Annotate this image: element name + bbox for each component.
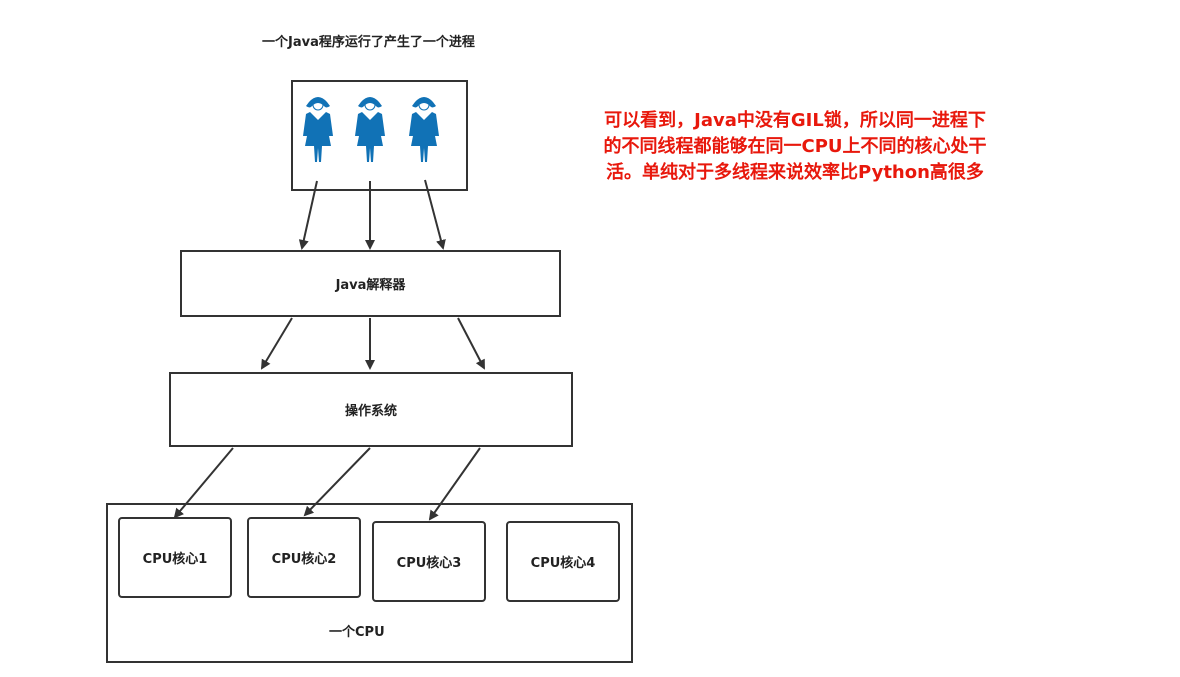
arrow — [428, 447, 481, 521]
process-title: 一个Java程序运行了产生了一个进程 — [262, 35, 475, 50]
cpu-core-2: CPU核心2 — [247, 517, 361, 598]
cpu-core-4: CPU核心4 — [506, 521, 620, 602]
thread-person-icon-1 — [302, 96, 334, 163]
arrow — [173, 447, 234, 519]
arrow — [260, 317, 293, 370]
cpu-core-1: CPU核心1 — [118, 517, 232, 598]
core-label: CPU核心1 — [142, 552, 208, 567]
arrow — [303, 447, 371, 517]
note-line: 的不同线程都能够在同一CPU上不同的核心处干 — [603, 136, 987, 157]
note-line: 活。单纯对于多线程来说效率比Python高很多 — [606, 162, 984, 183]
cpu-core-3: CPU核心3 — [372, 521, 486, 602]
arrow — [298, 180, 318, 250]
core-label: CPU核心4 — [530, 556, 596, 571]
core-label: CPU核心2 — [271, 552, 337, 567]
cpu-label: 一个CPU — [329, 625, 385, 640]
interpreter-label: Java解释器 — [335, 278, 406, 293]
java-interpreter-box: Java解释器 — [180, 250, 561, 317]
os-label: 操作系统 — [344, 404, 397, 419]
os-box: 操作系统 — [169, 372, 573, 447]
core-label: CPU核心3 — [396, 556, 462, 571]
note-line: 可以看到，Java中没有GIL锁，所以同一进程下 — [604, 110, 986, 131]
annotation-note: 可以看到，Java中没有GIL锁，所以同一进程下 的不同线程都能够在同一CPU上… — [560, 108, 1030, 186]
arrow — [457, 317, 485, 370]
thread-person-icon-2 — [354, 96, 386, 163]
arrow — [424, 179, 446, 250]
thread-person-icon-3 — [408, 96, 440, 163]
arrows — [173, 179, 485, 521]
